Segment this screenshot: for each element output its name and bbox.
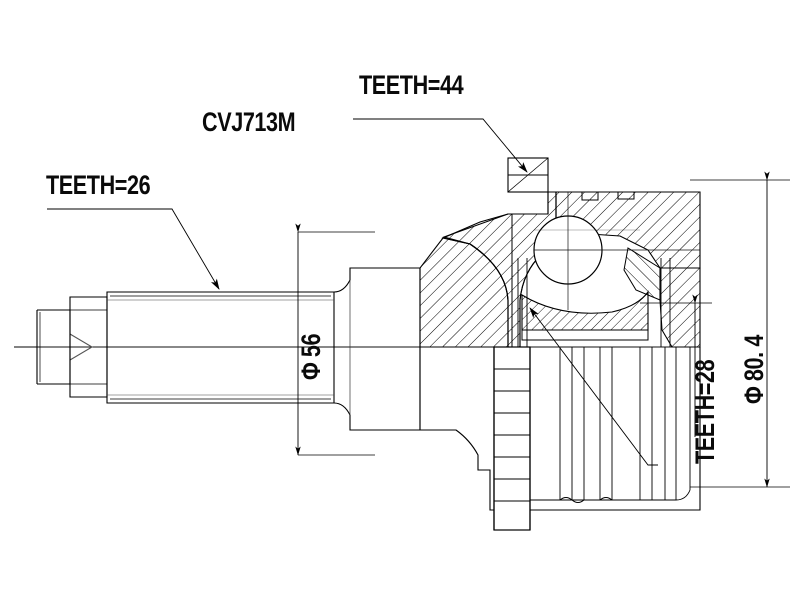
diameter-80-4-label: Φ 80. 4 (739, 335, 769, 404)
diameter-56-label: Φ 56 (296, 333, 326, 380)
leader-teeth-44 (353, 118, 528, 173)
inner-race (521, 290, 649, 341)
centerline (14, 333, 700, 361)
dimension-teeth-28 (640, 294, 712, 437)
leader-teeth-28 (529, 307, 658, 466)
teeth-26-label: TEETH=26 (46, 170, 151, 200)
teeth-28-label: TEETH=28 (690, 359, 720, 464)
abs-tone-ring (493, 346, 531, 531)
dimension-phi-56 (295, 223, 375, 456)
part-number-label: CVJ713M (202, 107, 296, 137)
leader-teeth-26 (47, 208, 220, 290)
dimension-phi-80-4 (690, 171, 790, 488)
abs-tone-ring-detail-box (507, 157, 549, 193)
cage-struts (511, 214, 671, 347)
ball-bearing (533, 192, 700, 310)
shaft-shoulder (333, 267, 421, 431)
teeth-44-label: TEETH=44 (359, 70, 464, 100)
outer-race-lower-outline (419, 347, 701, 511)
